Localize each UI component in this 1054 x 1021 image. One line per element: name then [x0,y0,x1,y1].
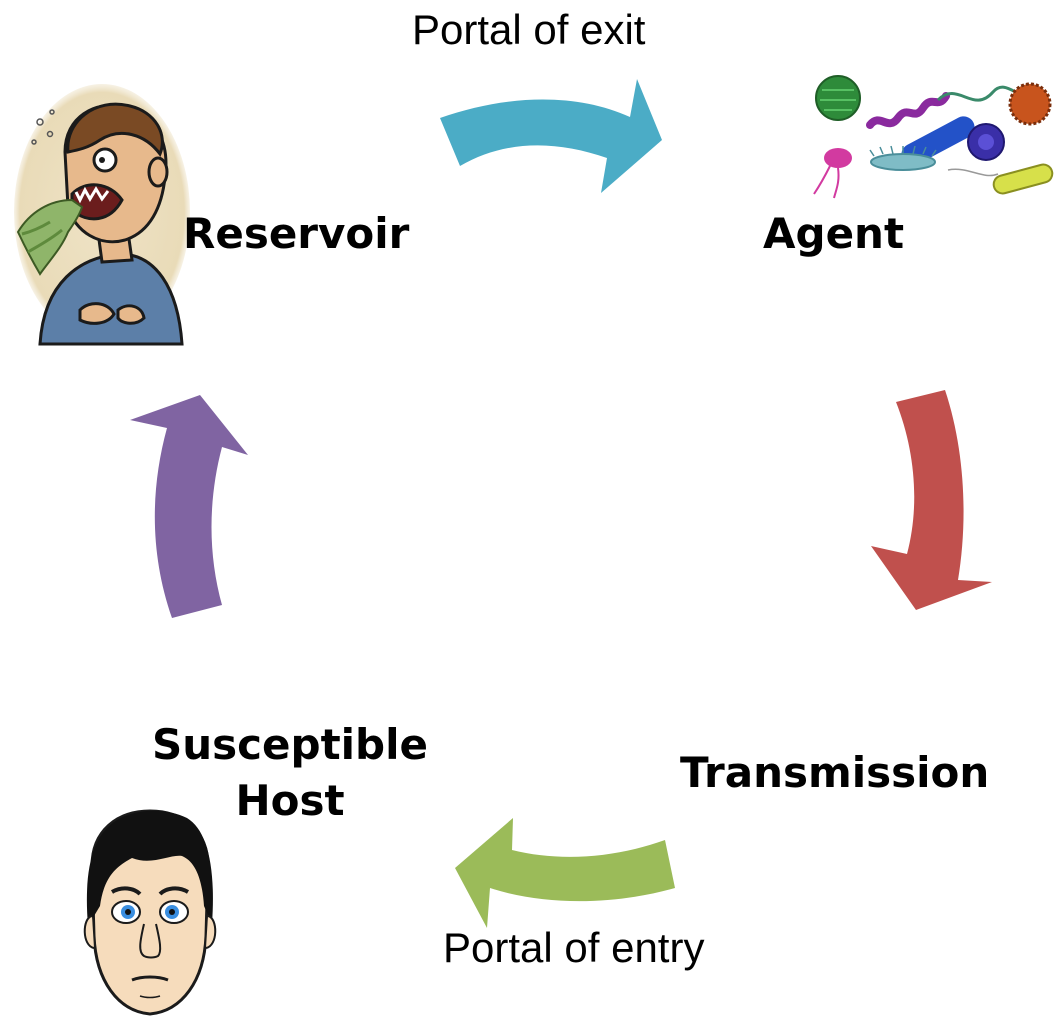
arrow-bottom-shape [455,818,675,928]
arrow-right-shape [871,390,992,610]
agent-label: Agent [763,209,905,258]
arrow-left-shape [130,395,248,618]
arrow-top-shape [440,79,662,193]
vomiting-man-illustration-icon [14,84,190,346]
transmission-label: Transmission [680,748,990,797]
microbes-illustration-icon [813,75,1054,199]
susceptible-host-label-line2: Host [235,776,345,825]
reservoir-label: Reservoir [183,209,410,258]
portal-of-exit-label: Portal of exit [412,6,646,53]
worried-man-face-illustration-icon [83,809,217,1016]
susceptible-host-label: Susceptible Host [150,717,430,829]
susceptible-host-label-line1: Susceptible [151,720,428,769]
portal-of-entry-label: Portal of entry [443,924,705,971]
